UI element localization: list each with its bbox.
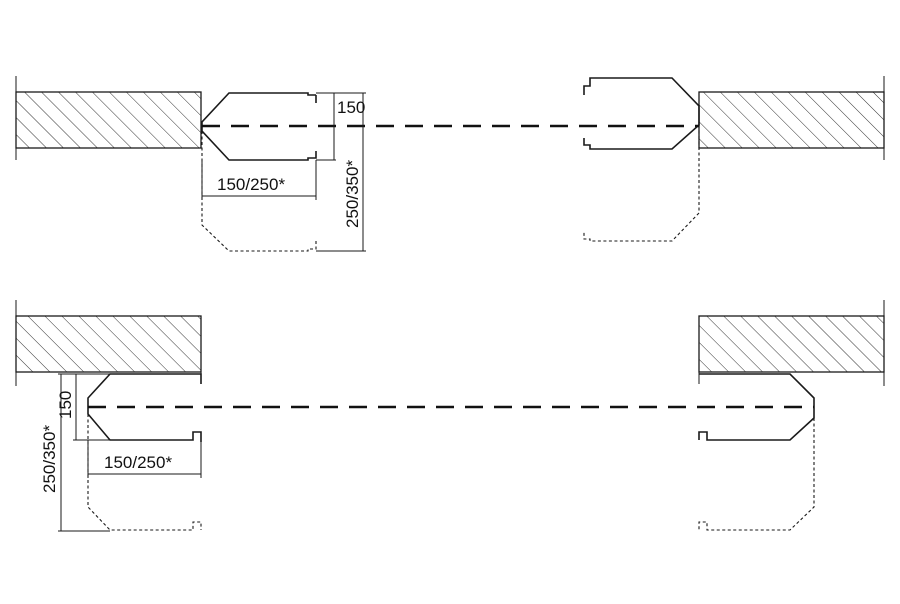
dim-label-depth-bottom: 250/350* [40, 425, 59, 493]
dim-line-depth-top [316, 92, 366, 252]
dim-label-height-bottom: 150 [56, 391, 75, 419]
frame-profile-right-bottom-deep [698, 418, 815, 531]
top-view: 150 150/250* 250/350* [15, 76, 885, 252]
wall-right [698, 91, 885, 149]
frame-profile-right-deep [583, 125, 700, 242]
dim-line-width-bottom [87, 440, 202, 478]
wall-right-bottom [698, 315, 885, 373]
frame-profile-left-deep [201, 131, 317, 252]
frame-profile-left-bottom-deep [87, 414, 202, 531]
frame-profile-right-bottom [698, 373, 815, 441]
dim-label-width-top: 150/250* [217, 175, 285, 194]
frame-profile-left-bottom [87, 373, 202, 442]
dim-label-width-bottom: 150/250* [104, 453, 172, 472]
frame-profile-right [583, 77, 700, 150]
wall-left [15, 91, 202, 149]
dim-line-width-top [201, 160, 317, 200]
wall-left-bottom [15, 315, 202, 373]
bottom-view: 150 150/250* 250/350* [15, 300, 885, 532]
dim-label-height-top: 150 [337, 98, 365, 117]
dim-label-depth-top: 250/350* [343, 160, 362, 228]
dim-line-depth-bottom [58, 373, 110, 532]
